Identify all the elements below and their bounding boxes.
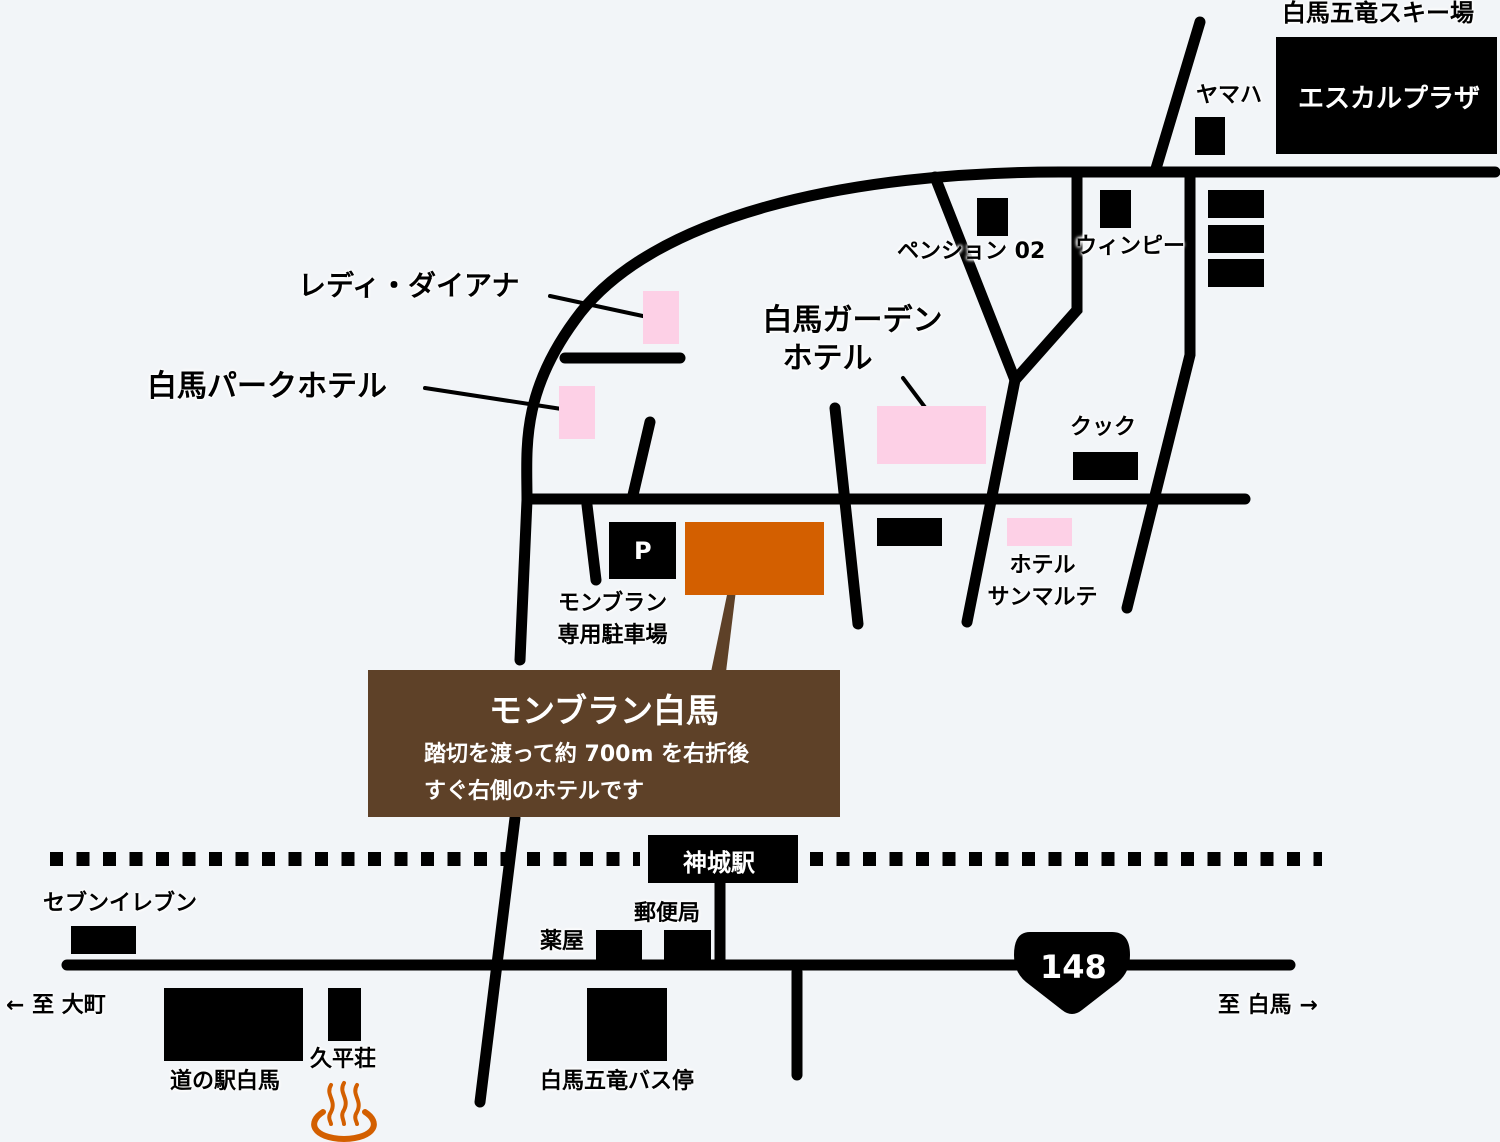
michinoeki-label: 道の駅白馬 bbox=[170, 1069, 281, 1094]
garden-hotel-label-line1: 白馬ガーデン bbox=[762, 303, 943, 338]
sanmarte-label-line2: サンマルテ bbox=[987, 584, 1098, 610]
building-3 bbox=[1208, 259, 1264, 287]
building-4 bbox=[877, 518, 942, 546]
building-2 bbox=[1208, 225, 1264, 253]
kyuheiso-building bbox=[328, 988, 361, 1041]
pension02-building bbox=[977, 198, 1008, 236]
hotel-info-box: モンブラン白馬 踏切を渡って約 700m を右折後 すぐ右側のホテルです bbox=[368, 670, 840, 817]
winpi-building bbox=[1100, 190, 1131, 228]
hotel-name: モンブラン白馬 bbox=[488, 691, 719, 730]
route-148-label: 148 bbox=[1040, 948, 1107, 986]
directions-line1: 踏切を渡って約 700m を右折後 bbox=[424, 742, 750, 767]
sanmarte-building bbox=[1007, 518, 1072, 546]
parking-label: モンブラン 専用駐車場 bbox=[545, 588, 680, 652]
yamaha-building bbox=[1195, 117, 1225, 155]
garden-hotel-building bbox=[877, 406, 986, 464]
bus-stop-building bbox=[587, 988, 667, 1061]
winpi-label: ウィンピー bbox=[1075, 234, 1186, 259]
bus-stop-label: 白馬五竜バス停 bbox=[540, 1069, 695, 1094]
pension02-label: ペンション 02 bbox=[897, 239, 1046, 264]
michinoeki-building bbox=[164, 988, 303, 1061]
parking-building bbox=[609, 522, 676, 579]
garden-hotel-label: 白馬ガーデン ホテル bbox=[755, 302, 950, 377]
kyuheiso-label: 久平荘 bbox=[310, 1047, 377, 1072]
to-omachi-label: ← 至 大町 bbox=[6, 993, 106, 1018]
sanmarte-label-line1: ホテル bbox=[1009, 553, 1076, 578]
montblanc-hotel-building[interactable] bbox=[685, 522, 824, 595]
post-office-label: 郵便局 bbox=[634, 901, 701, 926]
directions-line2: すぐ右側のホテルです bbox=[424, 779, 645, 804]
station-building bbox=[648, 835, 798, 883]
parking-symbol: P bbox=[634, 537, 652, 565]
pharmacy-building bbox=[596, 930, 642, 960]
hot-spring-icon bbox=[311, 1081, 377, 1142]
to-hakuba-label: 至 白馬 → bbox=[1218, 993, 1318, 1018]
escal-plaza-building bbox=[1276, 37, 1497, 154]
station-label: 神城駅 bbox=[683, 849, 755, 877]
seven-eleven-label: セブンイレブン bbox=[43, 891, 198, 916]
lady-diana-label: レディ・ダイアナ bbox=[298, 269, 520, 302]
parking-label-line1: モンブラン bbox=[557, 591, 668, 616]
escal-plaza-label: エスカルプラザ bbox=[1298, 84, 1481, 114]
garden-hotel-label-line2: ホテル bbox=[782, 340, 873, 376]
yamaha-label: ヤマハ bbox=[1196, 83, 1263, 108]
building-1 bbox=[1208, 190, 1264, 218]
ski-resort-label: 白馬五竜スキー場 bbox=[1282, 0, 1474, 27]
cook-building bbox=[1073, 452, 1138, 480]
cook-label: クック bbox=[1070, 415, 1137, 440]
post-office-building bbox=[664, 930, 711, 960]
parking-label-line2: 専用駐車場 bbox=[557, 622, 668, 648]
hakuba-park-hotel-label: 白馬パークホテル bbox=[147, 369, 387, 404]
seven-eleven-building bbox=[71, 926, 136, 954]
pharmacy-label: 薬屋 bbox=[540, 929, 585, 954]
lady-diana-building bbox=[643, 291, 679, 344]
hakuba-park-hotel-building bbox=[559, 386, 595, 439]
sanmarte-label: ホテル サンマルテ bbox=[980, 550, 1105, 614]
